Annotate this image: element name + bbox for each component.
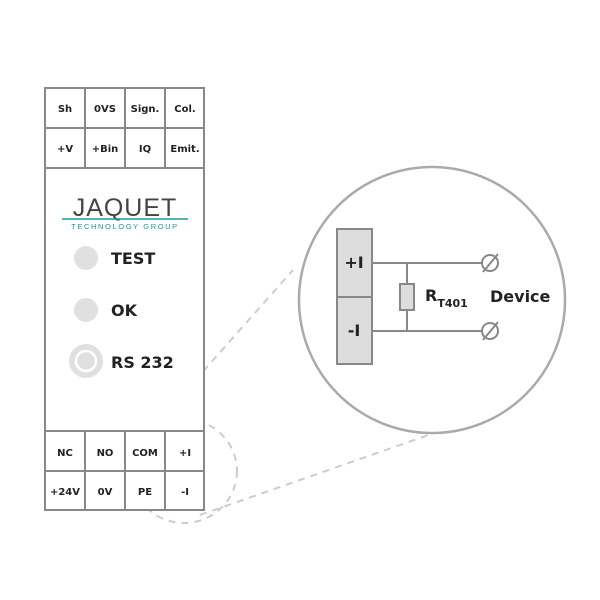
ok-led-label: OK: [111, 301, 138, 320]
device-connector-top-icon: [481, 253, 499, 273]
terminal-label: -I: [181, 487, 189, 498]
ok-led: [74, 298, 98, 322]
detail-magnifier: +I -I RT401 Device: [297, 165, 567, 435]
resistor-label: RT401: [425, 286, 468, 310]
terminal-label: +Bin: [92, 144, 119, 155]
terminal-label: +24V: [50, 487, 80, 498]
terminal-label: NO: [97, 448, 114, 459]
terminal-label: IQ: [139, 144, 151, 155]
led-indicators: TEST OK RS 232: [69, 246, 174, 378]
terminal-label: Emit.: [170, 144, 199, 155]
terminal-label: Sign.: [131, 104, 160, 115]
circuit-wires: [372, 262, 482, 332]
module-housing: [44, 87, 205, 511]
terminal-label: +V: [57, 144, 73, 155]
terminal-label: +I: [179, 448, 191, 459]
terminal-label: COM: [132, 448, 158, 459]
device-label: Device: [490, 287, 551, 306]
minus-terminal-block: [336, 296, 373, 365]
rs232-label: RS 232: [111, 353, 174, 372]
terminal-label: NC: [57, 448, 73, 459]
plus-terminal-label: +I: [344, 253, 363, 272]
terminal-label: Col.: [174, 104, 195, 115]
logo-wordmark: JAQUET: [73, 194, 178, 222]
logo-tagline: TECHNOLOGY GROUP: [71, 222, 179, 231]
device-connector-bottom-icon: [481, 321, 499, 341]
terminal-label: 0V: [98, 487, 113, 498]
plus-terminal-block: [336, 228, 373, 298]
terminal-label: Sh: [58, 104, 72, 115]
terminal-label: 0VS: [94, 104, 116, 115]
test-led-label: TEST: [111, 249, 155, 268]
top-terminals: Sh 0VS Sign. Col. +V +Bin IQ Emit.: [57, 104, 200, 155]
test-led: [74, 246, 98, 270]
resistor-symbol: [399, 283, 415, 311]
terminal-label: PE: [138, 487, 152, 498]
jaquet-logo: JAQUET TECHNOLOGY GROUP: [62, 194, 188, 231]
rs232-port-inner: [74, 349, 98, 373]
bottom-terminals: NC NO COM +I +24V 0V PE -I: [50, 448, 191, 498]
minus-terminal-label: -I: [348, 321, 361, 340]
